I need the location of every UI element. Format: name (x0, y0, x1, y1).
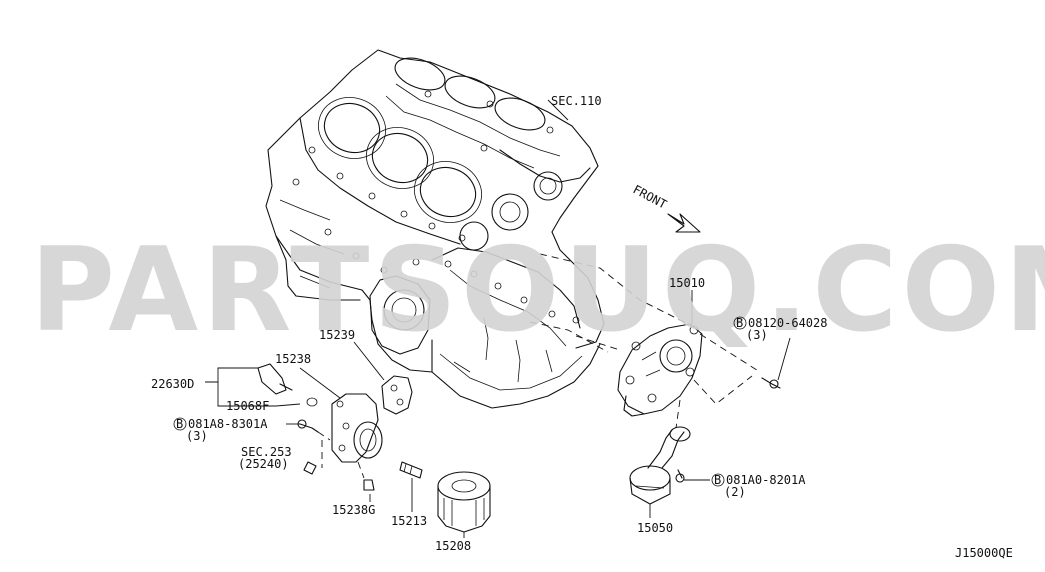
fittings (297, 377, 781, 491)
label-081a8-8301a: 081A8-8301A (188, 417, 268, 431)
svg-text:B: B (714, 473, 721, 487)
gasket (381, 375, 413, 415)
oil-strainer (629, 426, 691, 505)
assembly-lines (317, 253, 761, 479)
oil-filter-bracket (331, 393, 383, 463)
label-15050: 15050 (637, 521, 673, 535)
oil-filter (437, 471, 491, 533)
label-sec253-ref: (25240) (238, 457, 289, 471)
front-label: FRONT (631, 182, 669, 211)
label-15239: 15239 (319, 328, 355, 342)
bolt-marker-8301a: B (173, 417, 187, 431)
diagram-code: J15000QE (955, 546, 1013, 560)
labels: SEC.110 15010 B 08120-64028 (3) 15239 15… (151, 94, 1013, 560)
label-sec253: SEC.253 (241, 445, 292, 459)
label-08120-64028: 08120-64028 (748, 316, 827, 330)
label-15068f: 15068F (226, 399, 269, 413)
engine-block (265, 49, 605, 409)
label-081a8-8301a-qty: (3) (186, 429, 208, 443)
svg-text:B: B (736, 316, 743, 330)
label-08120-64028-qty: (3) (746, 328, 768, 342)
label-15238: 15238 (275, 352, 311, 366)
label-081a0-8201a: 081A0-8201A (726, 473, 806, 487)
label-081a0-8201a-qty: (2) (724, 485, 746, 499)
label-15238g: 15238G (332, 503, 375, 517)
oil-pressure-switch (257, 363, 318, 407)
leader-lines (205, 99, 791, 538)
bolt-marker-64028: B (733, 316, 747, 330)
oil-pump (617, 323, 703, 417)
watermark: PARTSOUQ.COM (30, 223, 1045, 358)
label-15213: 15213 (391, 514, 427, 528)
label-sec110: SEC.110 (551, 94, 602, 108)
bolt-marker-8201a: B (711, 473, 725, 487)
label-15010: 15010 (669, 276, 705, 290)
label-15208: 15208 (435, 539, 471, 553)
label-22630d: 22630D (151, 377, 194, 391)
svg-text:B: B (176, 417, 183, 431)
front-arrow-icon (667, 213, 701, 233)
